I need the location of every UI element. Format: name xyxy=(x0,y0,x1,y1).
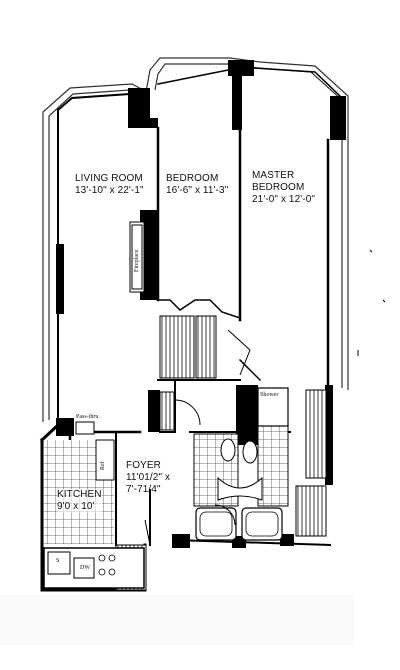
pass-thru-label: Pass-thru xyxy=(76,414,99,420)
sink-label: S xyxy=(56,558,60,564)
bedroom-label: BEDROOM 16'-6" x 11'-3" xyxy=(166,173,229,196)
blank-margin xyxy=(0,594,355,646)
bathrooms xyxy=(193,387,289,541)
dimension-ticks xyxy=(357,249,386,356)
doors xyxy=(144,329,251,546)
ref-label: Ref xyxy=(100,461,106,470)
foyer-label: FOYER 11'01/2" x 7'-71/4" xyxy=(126,460,171,495)
master-bedroom-label: MASTER BEDROOM 21'-0" x 12'-0" xyxy=(252,170,316,205)
shower-label: Shower xyxy=(260,392,279,398)
dishwasher-label: DW xyxy=(80,565,90,571)
fireplace-label: Fireplace xyxy=(134,249,140,272)
fireplace xyxy=(131,224,143,290)
kitchen-label: KITCHEN 9'0 x 10' xyxy=(57,489,102,513)
living-room-label: LIVING ROOM 13'-10" x 22'-1" xyxy=(75,173,144,196)
